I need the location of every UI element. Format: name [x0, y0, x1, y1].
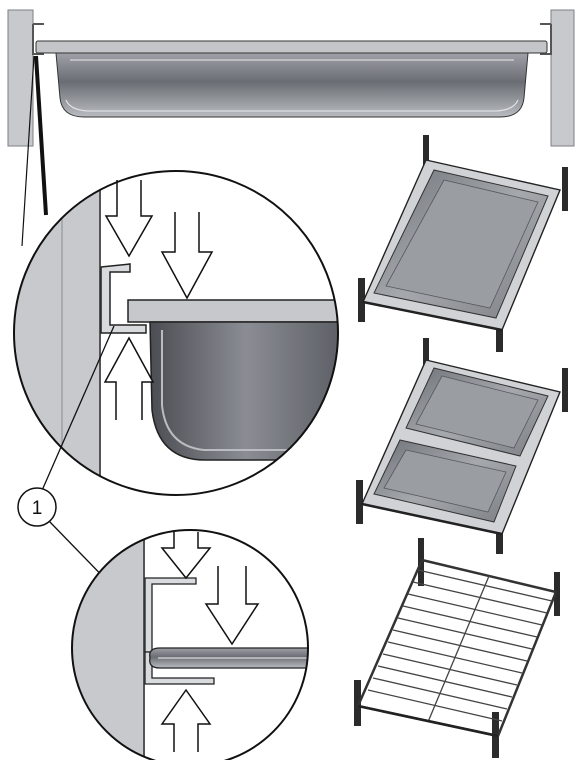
magnified-detail-small [71, 529, 309, 760]
rack-wire-grid [354, 538, 560, 758]
arrow-up-small [160, 688, 212, 752]
full-pan [35, 40, 548, 118]
arrow-down-lower [204, 566, 260, 646]
top-assembly [7, 9, 575, 247]
arrow-down-upper [160, 532, 212, 580]
callout-leader-upper [39, 325, 115, 496]
right-rail [540, 23, 552, 55]
left-rail [32, 23, 44, 55]
arrow-down-left [104, 180, 154, 258]
arrow-down-right [160, 212, 214, 300]
detail-leader-line [34, 55, 48, 216]
arrow-up [103, 336, 155, 420]
right-wall [550, 9, 575, 147]
left-wall [7, 9, 34, 147]
callout-circle [17, 487, 57, 527]
rack-two-half-pans [356, 338, 568, 554]
callout-number: 1 [32, 498, 43, 519]
rack-full-pan [358, 135, 568, 352]
magnified-detail-large [13, 170, 339, 496]
